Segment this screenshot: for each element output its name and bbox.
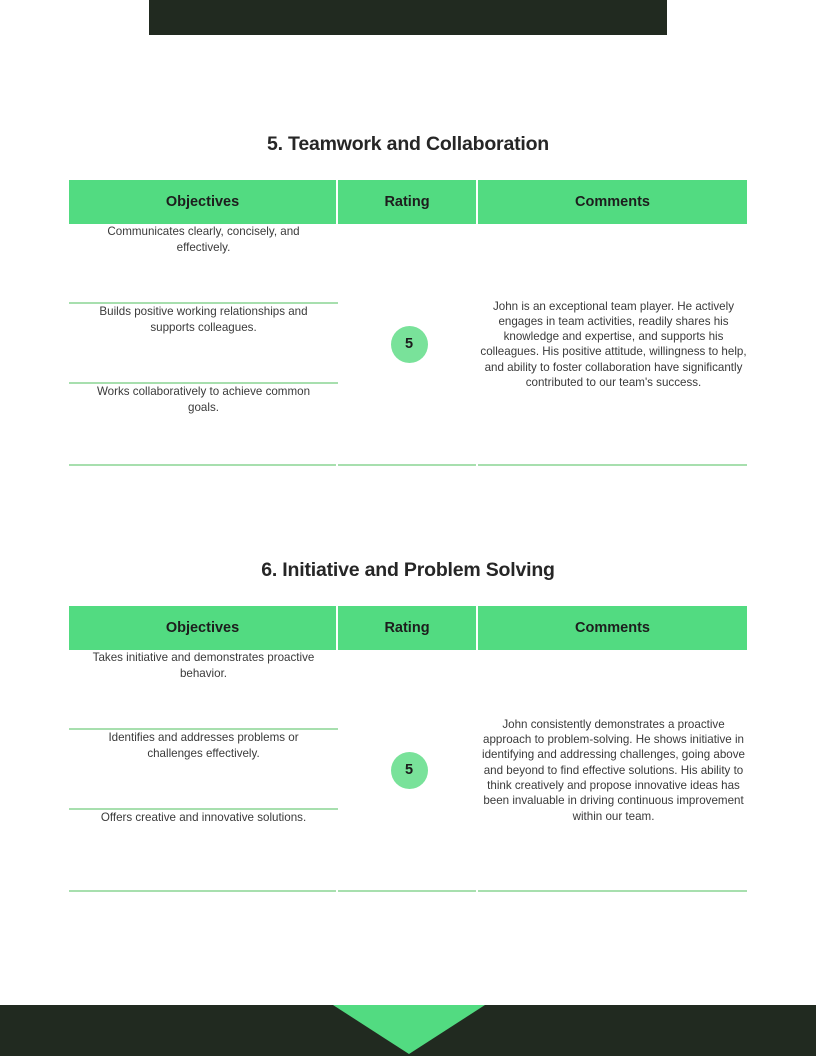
- objective-item: Works collaboratively to achieve common …: [69, 384, 338, 464]
- objective-text: Builds positive working relationships an…: [99, 305, 308, 335]
- objective-text: Identifies and addresses problems or cha…: [108, 731, 299, 761]
- objective-item: Communicates clearly, concisely, and eff…: [69, 224, 338, 305]
- table-bottom-rule: [69, 890, 747, 893]
- objective-text: Takes initiative and demonstrates proact…: [92, 651, 315, 681]
- evaluation-table: Objectives Rating Comments Communicates …: [69, 180, 747, 467]
- objective-text: Works collaboratively to achieve common …: [96, 385, 311, 415]
- status-badge: 5: [390, 325, 428, 363]
- table-row: Communicates clearly, concisely, and eff…: [69, 224, 747, 465]
- objective-item: Takes initiative and demonstrates proact…: [69, 650, 338, 731]
- objective-text: Communicates clearly, concisely, and eff…: [107, 225, 300, 255]
- table-header-row: Objectives Rating Comments: [69, 180, 747, 225]
- column-header-comments: Comments: [478, 606, 747, 651]
- objective-item: Offers creative and innovative solutions…: [69, 810, 338, 890]
- comments-cell: John consistently demonstrates a proacti…: [478, 650, 747, 891]
- section-teamwork-and-collaboration: 5. Teamwork and Collaboration Objectives…: [69, 133, 747, 467]
- table-header-row: Objectives Rating Comments: [69, 606, 747, 651]
- footer-green-chevron-icon: [333, 1005, 485, 1054]
- row-divider: [69, 808, 338, 811]
- comments-cell: John is an exceptional team player. He a…: [478, 224, 747, 465]
- bottom-rule-objectives: [69, 890, 336, 893]
- page-title: 5. Teamwork and Collaboration: [266, 133, 550, 155]
- rating-cell: 5: [338, 224, 478, 465]
- bottom-rule-rating: [338, 890, 476, 893]
- row-divider: [69, 302, 338, 305]
- section-initiative-and-problem-solving: 6. Initiative and Problem Solving Object…: [69, 559, 747, 893]
- column-header-comments: Comments: [478, 180, 747, 225]
- column-header-rating: Rating: [338, 606, 478, 651]
- table-row: Takes initiative and demonstrates proact…: [69, 650, 747, 891]
- page-title: 6. Initiative and Problem Solving: [261, 559, 555, 581]
- objective-item: Identifies and addresses problems or cha…: [69, 730, 338, 811]
- rating-cell: 5: [338, 650, 478, 891]
- evaluation-table: Objectives Rating Comments Takes initiat…: [69, 606, 747, 893]
- top-dark-banner: [149, 0, 667, 35]
- table-bottom-rule: [69, 464, 747, 467]
- row-divider: [69, 728, 338, 731]
- column-header-objectives: Objectives: [69, 180, 338, 225]
- row-divider: [69, 382, 338, 385]
- objective-text: Offers creative and innovative solutions…: [100, 811, 307, 825]
- bottom-rule-objectives: [69, 464, 336, 467]
- bottom-rule-rating: [338, 464, 476, 467]
- bottom-rule-comments: [478, 890, 747, 893]
- objective-item: Builds positive working relationships an…: [69, 304, 338, 385]
- bottom-rule-comments: [478, 464, 747, 467]
- column-header-rating: Rating: [338, 180, 478, 225]
- status-badge: 5: [390, 751, 428, 789]
- column-header-objectives: Objectives: [69, 606, 338, 651]
